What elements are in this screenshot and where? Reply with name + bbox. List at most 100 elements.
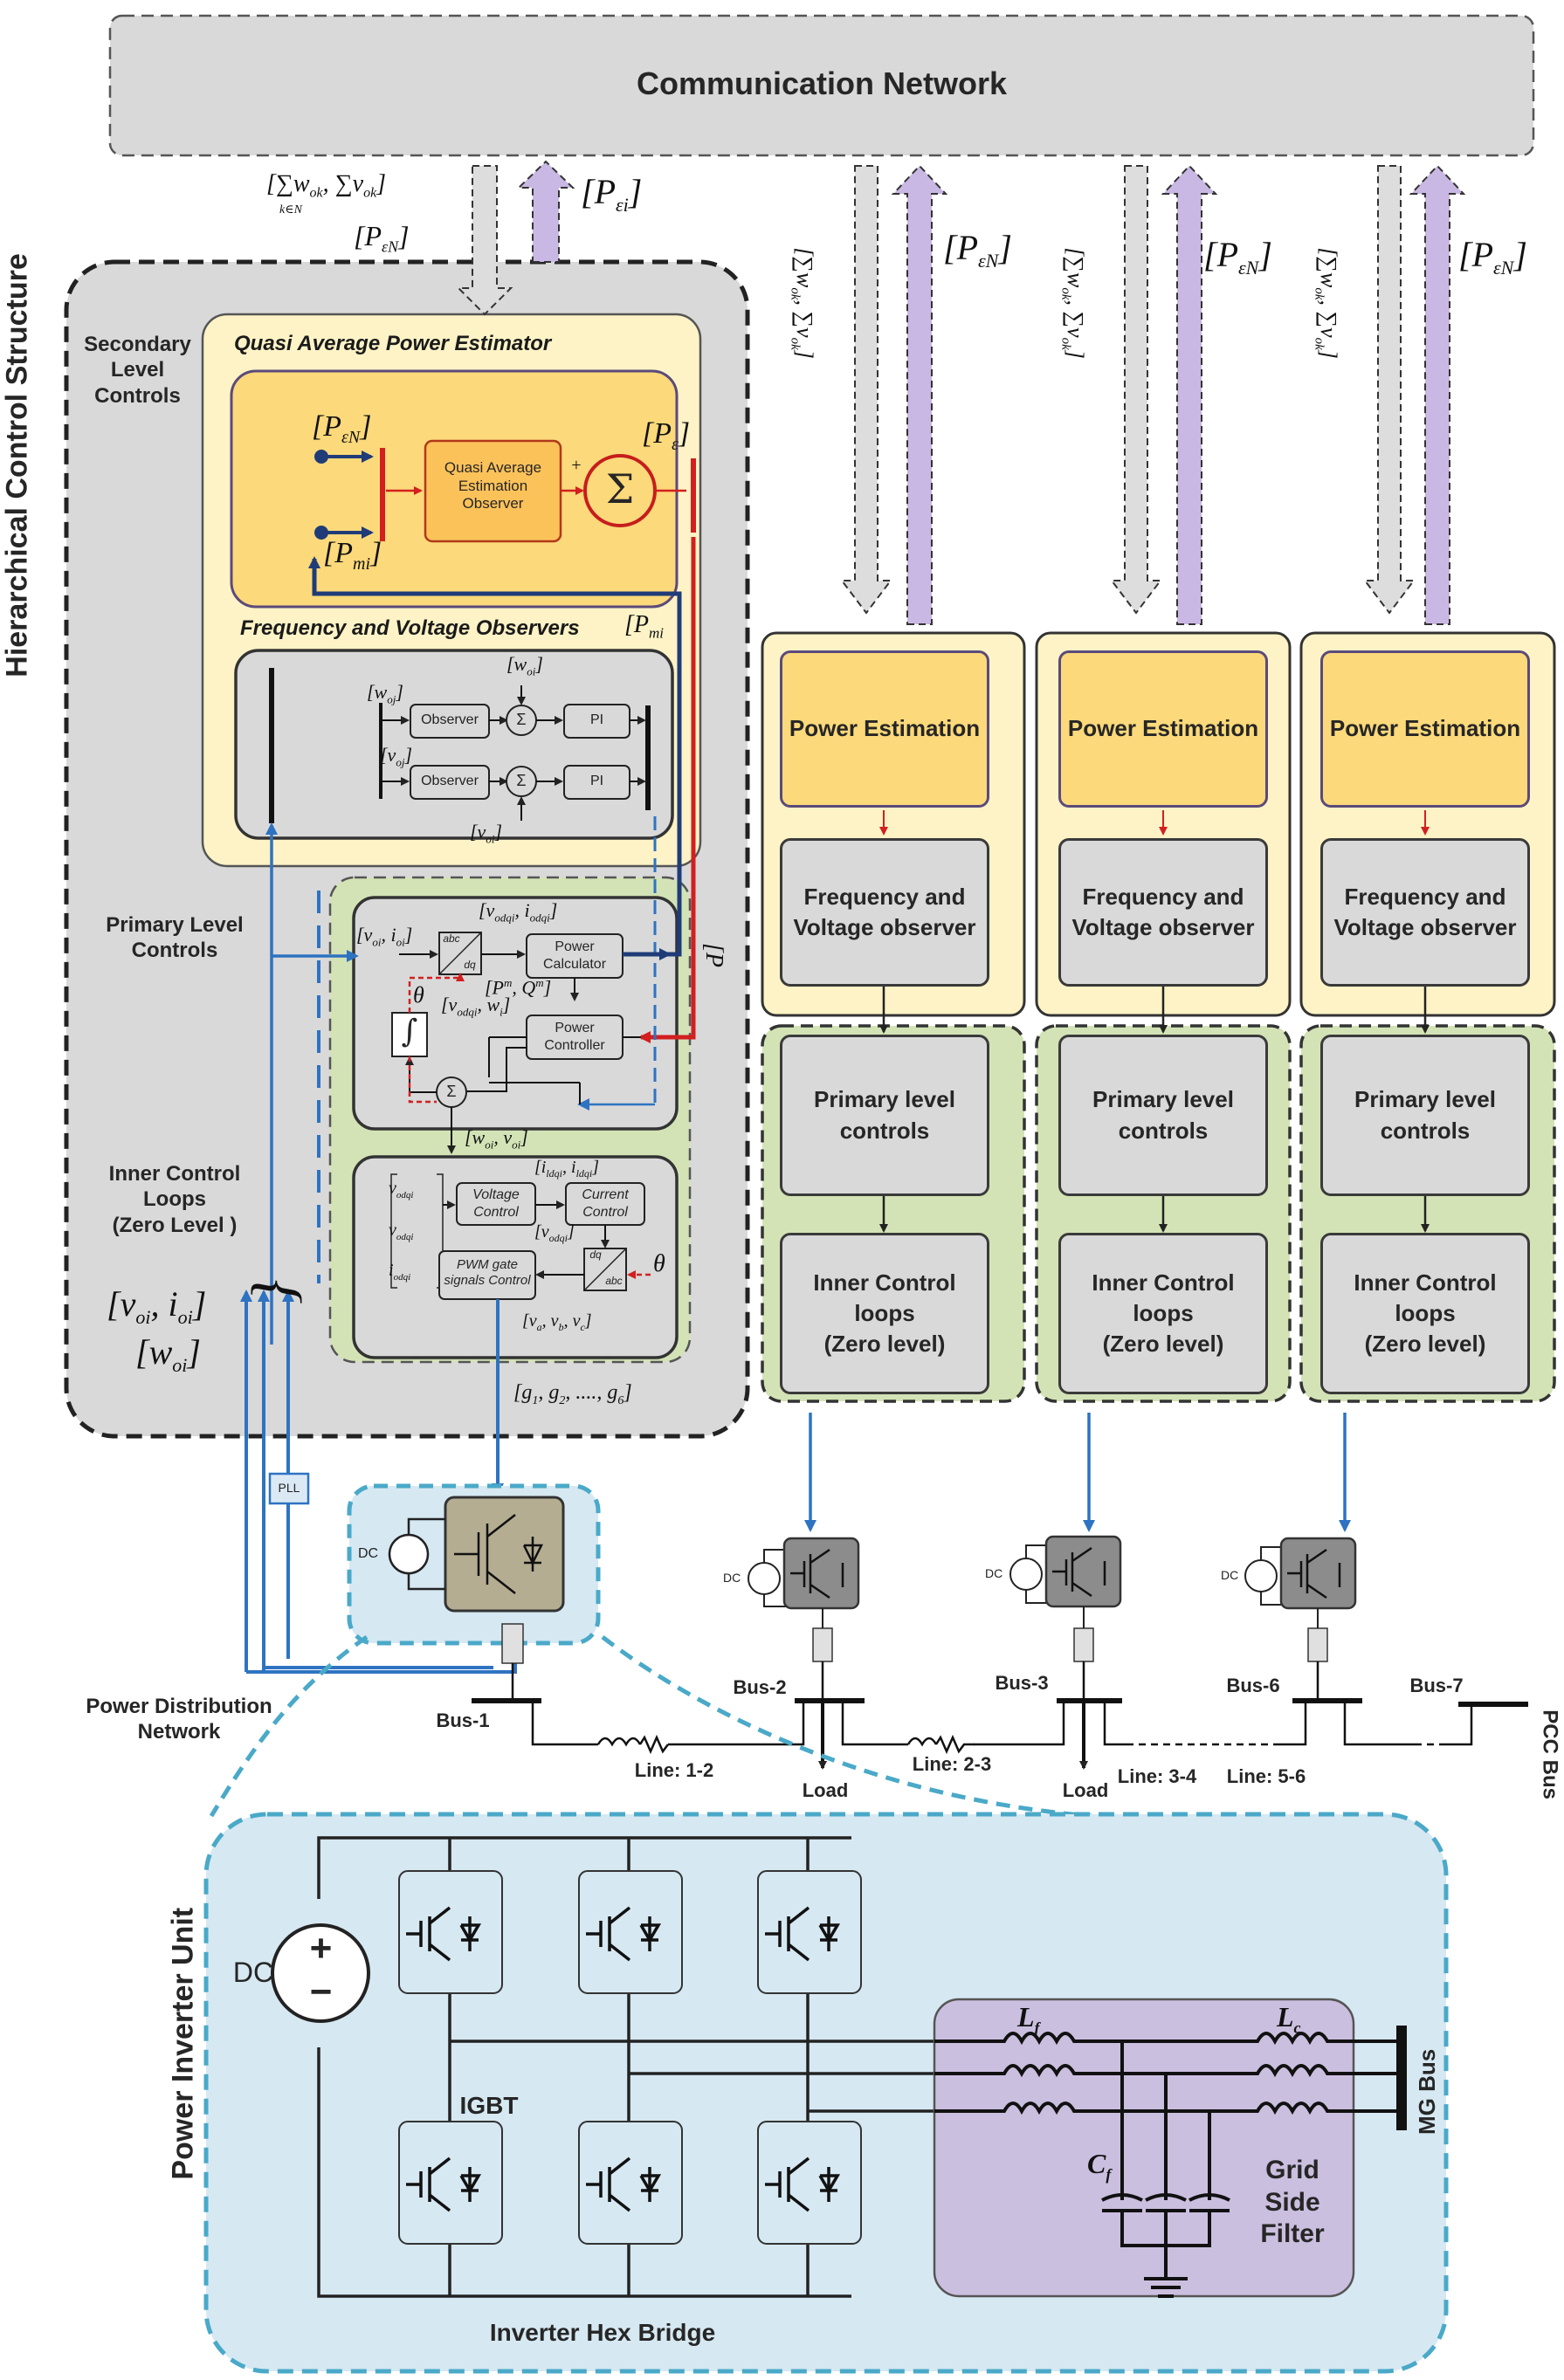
p-e-output-label: [Pε] [642,417,691,454]
line-12-label: Line: 1-2 [634,1759,714,1781]
igbt-label: IGBT [459,2092,519,2119]
observer-v-label: Observer [421,774,479,788]
inverter-hex-bridge-label: Inverter Hex Bridge [489,2319,716,2346]
line-56-label: Line: 5-6 [1226,1765,1306,1787]
p-mi-input-label: [Pmi] [323,537,382,574]
comm-sum-label: [∑wok, ∑vok] [266,170,387,201]
lc-label: Lc [1277,2001,1301,2037]
abc-label-inner: abc [605,1275,623,1287]
vodq-iodq-label: [vodqi, iodqi] [479,899,558,925]
power-inverter-unit-title: Power Inverter Unit [166,1907,200,2180]
pi-w-label: PI [589,712,604,727]
vec-v2-label: vodqi [389,1221,414,1242]
pll-label: PLL [278,1481,300,1495]
comm-sum-unit-1: [∑wok, ∑vok] [788,247,817,359]
comm-arrow-up-1 [516,160,575,263]
comm-arrow-down-1 [456,165,513,316]
cf-label: Cf [1087,2148,1112,2184]
p-label-right: [P [700,943,727,967]
w-oj-label: [woj] [367,681,403,706]
mg-bus-label: MG Bus [1414,2048,1441,2135]
load-bus-2-label: Load [802,1779,849,1801]
v-oj-label: [voj] [380,744,413,769]
inverter-bus-3 [1009,1535,1122,1662]
v-i-input-label: [voi, ioi] [356,924,413,949]
dq-label-primary: dq [464,959,476,971]
left-measure-brace: } [240,1280,307,1304]
inverter-bus-6 [1244,1537,1357,1662]
vec-v-label: vodqi [389,1179,414,1200]
dc-label-bus-2: DC [723,1571,741,1585]
freq-voltage-title: Frequency and Voltage Observers [240,616,580,640]
pe-to-primary-path [638,537,696,1043]
communication-network-title: Communication Network [636,65,1008,101]
gate-signals-label: [g1, g2, ...., g6] [513,1381,632,1407]
w-oi-label: [woi] [506,653,543,678]
line-34-label: Line: 3-4 [1117,1765,1197,1787]
w-v-ref-out-label: [woi, voi] [465,1126,528,1152]
comm-pen-label: [PεN] [354,220,410,256]
unit-1-power-estimation: Power Estimation [780,650,989,808]
inverter-bus-2 [748,1537,860,1662]
dc-label-bus-6: DC [1221,1568,1239,1582]
estimator-plus: + [570,456,582,475]
bus-1-label: Bus-1 [436,1709,490,1731]
comm-arrows-unit-2 [1109,164,1218,625]
left-measure-w: [woi] [135,1332,201,1376]
comm-arrows-unit-3 [1362,164,1466,625]
comm-pei-label: [Pεi] [581,172,643,216]
p-en-input-label: [PεN] [312,410,372,447]
comm-arrows-unit-1 [839,164,948,625]
pi-v-label: PI [589,774,604,788]
dc-source-label: DC [232,1957,274,1988]
fv-sum-v: Σ [516,772,527,789]
pm-qm-label: [Pm, Qm] [485,976,552,999]
inverter-1-igbt [444,1496,565,1613]
comm-sum-unit-2: [∑wok, ∑vok] [1058,247,1088,359]
estimator-title: Quasi Average Power Estimator [234,332,552,355]
load-bus-3-label: Load [1062,1779,1109,1801]
dc-label-bus-3: DC [985,1566,1003,1580]
hierarchical-control-title: Hierarchical Control Structure [0,253,34,678]
theta-inner-label: θ [653,1250,665,1277]
unit-2-power-estimation: Power Estimation [1058,650,1268,808]
line-impedance-12 [596,1734,669,1755]
freq-voltage-box [234,649,674,840]
vec-i-label: iodqi [389,1261,411,1283]
bus-6-label: Bus-6 [1226,1675,1280,1696]
integrator-symbol: ∫ [401,1014,418,1049]
pll-block [268,1472,310,1505]
theta-primary-label: θ [413,982,424,1008]
p-mi-right-label: [Pmi [624,611,664,642]
left-measure-v-i: [voi, ioi] [107,1284,207,1328]
fv-sum-w: Σ [516,711,527,728]
observer-w-label: Observer [421,712,479,727]
line-impedance-23 [906,1734,975,1755]
primary-sum: Σ [446,1083,457,1100]
pcc-bus-label: PCC Bus [1538,1709,1562,1799]
vref-wref-label: [vodqi, wi] [441,994,511,1019]
bus-3-label: Bus-3 [995,1672,1049,1694]
comm-sum-unit-3: [∑wok, ∑vok] [1312,247,1341,359]
dq-label-inner: dq [589,1248,602,1261]
lf-label: Lf [1017,2001,1040,2037]
idq-top-label: [ildqi, ildqi] [534,1158,600,1180]
